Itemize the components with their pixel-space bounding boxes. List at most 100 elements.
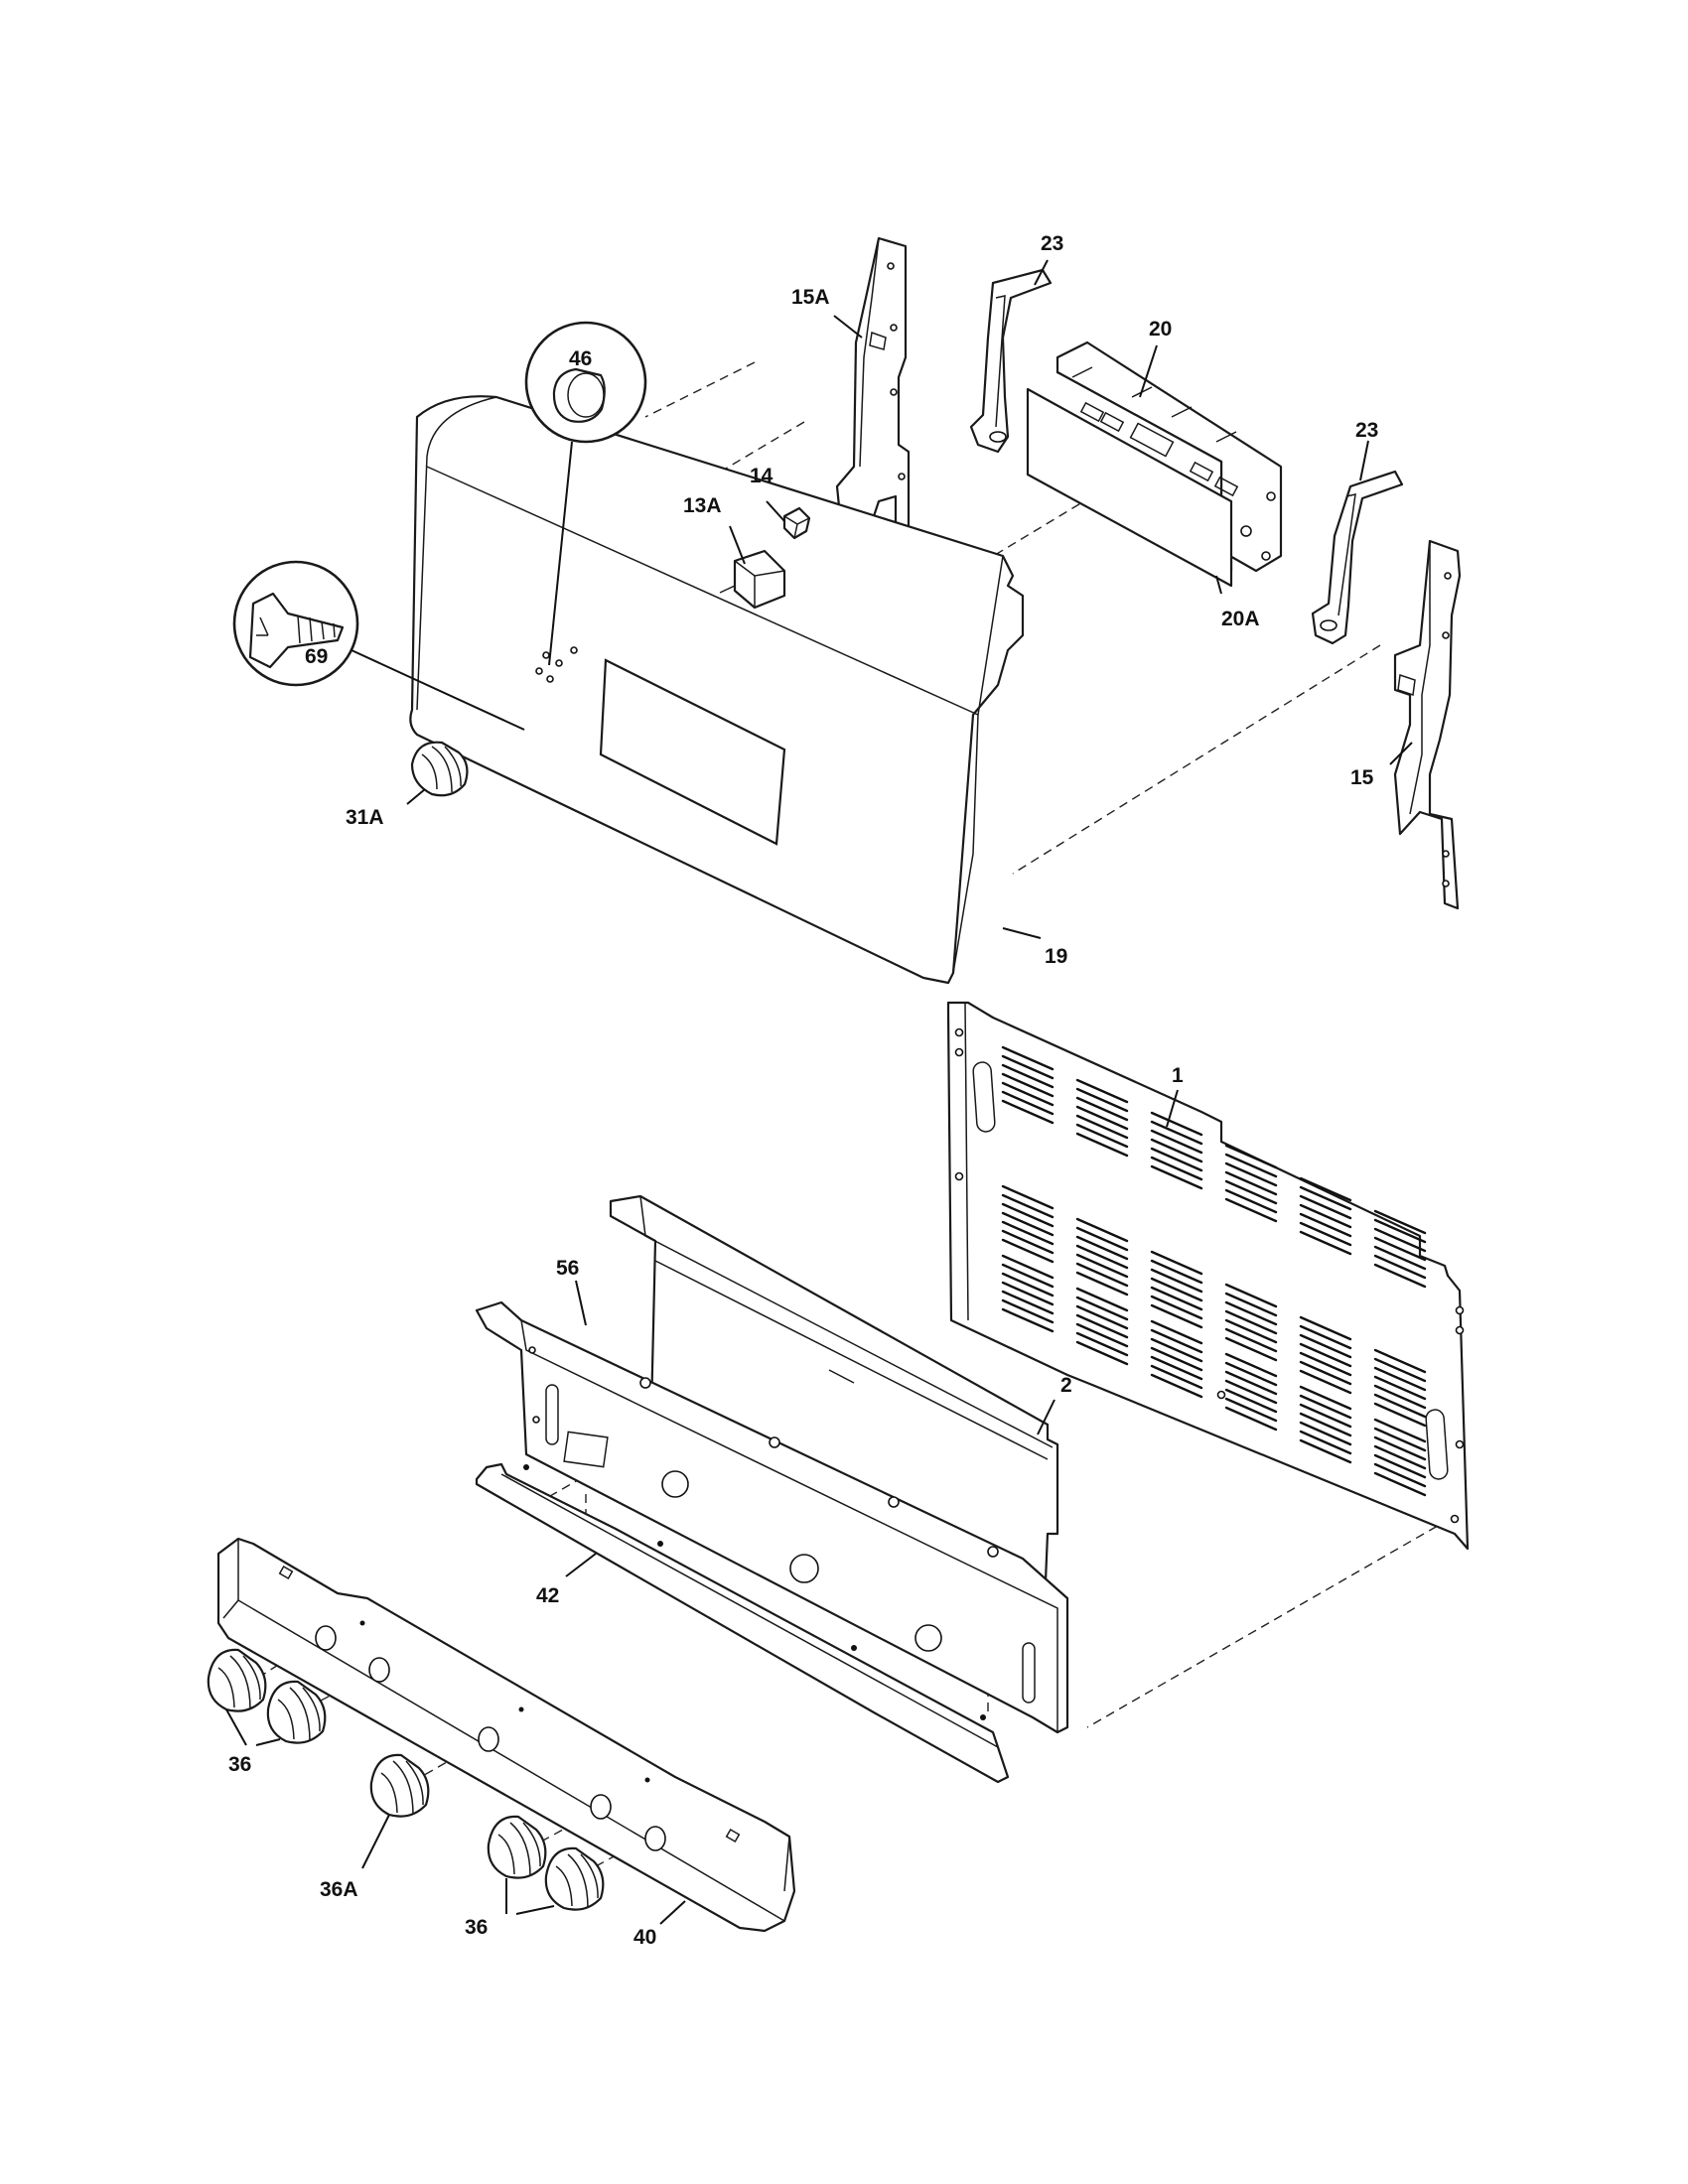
vent-slot	[1001, 1220, 1055, 1246]
vent-slot	[1299, 1203, 1352, 1229]
control-panel-19	[409, 395, 1025, 985]
vent-slot	[1150, 1277, 1203, 1302]
vent-slot	[1299, 1385, 1352, 1411]
vent-slot	[1001, 1290, 1055, 1315]
callout-15: 15	[1350, 766, 1374, 789]
vent-slot	[1299, 1403, 1352, 1429]
vent-slot	[1299, 1412, 1352, 1437]
callout-14: 14	[750, 465, 774, 487]
callout-69: 69	[305, 645, 328, 668]
knob-panel-40	[216, 1537, 796, 1933]
vent-slot	[1224, 1388, 1278, 1414]
knobs-36	[207, 1648, 605, 1911]
vent-slot	[1224, 1283, 1278, 1308]
vent-slot	[1299, 1333, 1352, 1359]
vent-slot	[1150, 1295, 1203, 1320]
vent-slot	[1373, 1435, 1427, 1461]
manifold-panel-56	[475, 1300, 1069, 1734]
vent-slot	[1075, 1235, 1129, 1261]
vent-slot	[1224, 1292, 1278, 1317]
callout-36-left: 36	[228, 1753, 251, 1776]
vent-slot	[1150, 1286, 1203, 1311]
vent-slots-lower	[1001, 1184, 1427, 1497]
vent-slot	[1224, 1188, 1278, 1214]
vent-slot	[1299, 1351, 1352, 1377]
vent-slot	[1373, 1471, 1427, 1497]
vent-slot	[1001, 1298, 1055, 1324]
vent-slot	[1224, 1161, 1278, 1187]
vent-slot	[1373, 1444, 1427, 1470]
vent-slot	[1224, 1397, 1278, 1423]
vent-slot	[1373, 1227, 1427, 1253]
vent-slot	[1224, 1153, 1278, 1178]
leader-lines	[225, 259, 1413, 1925]
clip-14	[782, 506, 811, 540]
vent-slot	[1001, 1281, 1055, 1306]
callout-56: 56	[556, 1257, 579, 1280]
callout-36-right: 36	[465, 1916, 488, 1939]
vent-slot	[1001, 1045, 1055, 1071]
vent-slot	[1299, 1421, 1352, 1446]
vent-slot	[1001, 1272, 1055, 1297]
vent-slot	[1224, 1170, 1278, 1196]
vent-slot	[1299, 1315, 1352, 1341]
vent-slot	[1001, 1072, 1055, 1098]
vent-slot	[1373, 1254, 1427, 1280]
vent-slot	[1150, 1328, 1203, 1354]
vent-slot	[1001, 1211, 1055, 1237]
vent-slots-upper	[1001, 1045, 1427, 1289]
vent-slot	[1001, 1263, 1055, 1289]
vent-slot	[1224, 1370, 1278, 1396]
vent-slot	[1373, 1357, 1427, 1383]
vent-slot	[1075, 1287, 1129, 1312]
vent-slot	[1299, 1212, 1352, 1238]
vent-slot	[1150, 1138, 1203, 1163]
vent-slot	[1075, 1078, 1129, 1104]
vent-slot	[1299, 1369, 1352, 1395]
vent-slot	[1075, 1226, 1129, 1252]
vent-slot	[1373, 1427, 1427, 1452]
vent-slot	[1150, 1164, 1203, 1190]
inset-46	[524, 321, 647, 666]
callout-31a: 31A	[346, 806, 384, 829]
vent-slot	[1001, 1184, 1055, 1210]
vent-slot	[1224, 1309, 1278, 1335]
vent-slot	[1224, 1327, 1278, 1353]
vent-slot	[1075, 1105, 1129, 1131]
vent-slot	[1299, 1176, 1352, 1202]
vent-slot	[1001, 1202, 1055, 1228]
vent-slot	[1075, 1296, 1129, 1321]
vent-slot	[1001, 1063, 1055, 1089]
vent-slot	[1373, 1453, 1427, 1479]
vent-slot	[1373, 1218, 1427, 1244]
callout-23-right: 23	[1355, 419, 1378, 442]
vent-slot	[1075, 1262, 1129, 1288]
vent-slot	[1224, 1379, 1278, 1405]
trim-strip-42	[475, 1462, 1010, 1784]
vent-slot	[1224, 1352, 1278, 1378]
callout-1: 1	[1172, 1064, 1184, 1087]
knob-31a	[410, 741, 469, 797]
callout-19: 19	[1045, 945, 1067, 968]
vent-slot	[1001, 1307, 1055, 1333]
vent-slot	[1150, 1120, 1203, 1146]
knob-36-d	[544, 1846, 605, 1911]
vent-slot	[1150, 1373, 1203, 1399]
vent-slot	[1001, 1081, 1055, 1107]
vent-slot	[1075, 1253, 1129, 1279]
callout-2: 2	[1060, 1374, 1072, 1397]
rear-panel-1	[946, 1001, 1470, 1551]
switch-13a	[719, 549, 786, 610]
vent-slot	[1150, 1250, 1203, 1276]
vent-slot	[1150, 1156, 1203, 1181]
vent-slot	[1224, 1179, 1278, 1205]
vent-slot	[1075, 1322, 1129, 1348]
vent-slot	[1150, 1346, 1203, 1372]
vent-slot	[1075, 1123, 1129, 1149]
vent-slot	[1299, 1324, 1352, 1350]
vent-slot	[1150, 1319, 1203, 1345]
vent-slot	[1001, 1254, 1055, 1280]
vent-slot	[1075, 1114, 1129, 1140]
vent-slot	[1299, 1230, 1352, 1256]
